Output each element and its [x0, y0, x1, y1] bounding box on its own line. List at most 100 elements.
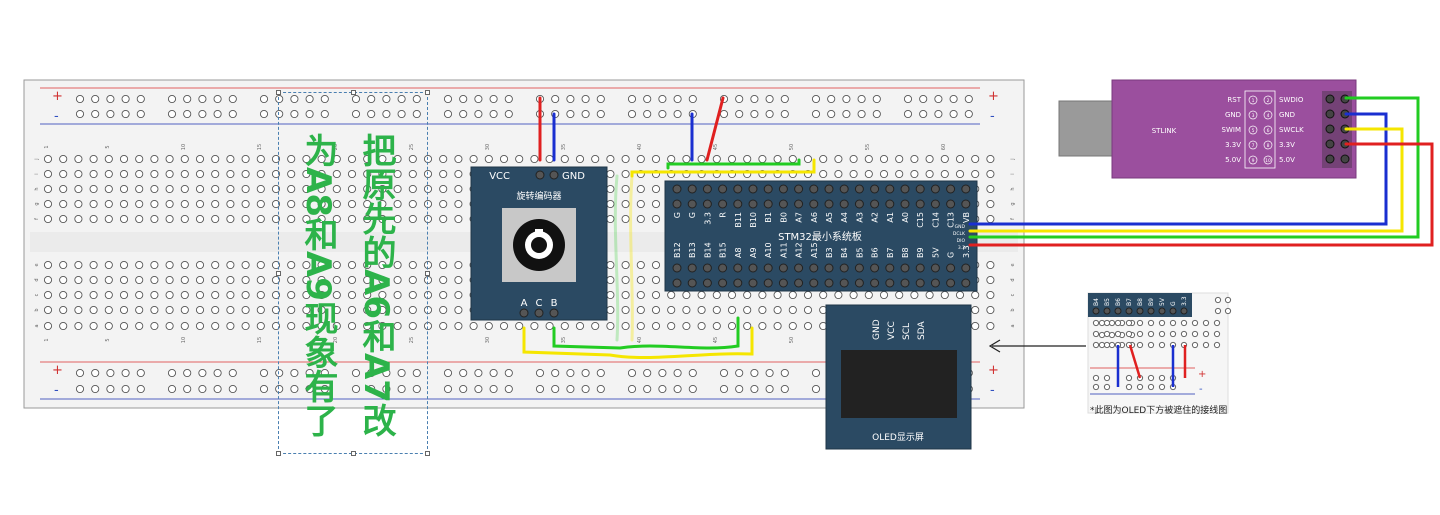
- rail-hole: [780, 384, 789, 394]
- breadboard-hole: [925, 290, 934, 300]
- rail-hole: [735, 94, 744, 104]
- breadboard-hole: [74, 199, 83, 209]
- breadboard-hole: [606, 260, 615, 270]
- rail-hole: [627, 384, 637, 394]
- rail-hole: [872, 109, 881, 119]
- stm32-top-pin: [946, 184, 956, 194]
- resize-handle-bm[interactable]: [351, 451, 356, 456]
- resize-handle-tl[interactable]: [276, 90, 281, 95]
- rail-hole: [351, 384, 361, 394]
- rail-hole: [136, 109, 145, 119]
- rail-hole: [504, 109, 513, 119]
- rail-hole: [566, 109, 575, 119]
- stlink-left-label: 3.3V: [1225, 141, 1241, 149]
- breadboard-hole: [667, 154, 676, 164]
- breadboard-hole: [211, 184, 220, 194]
- stm32-top-pin: [870, 199, 880, 209]
- breadboard-hole: [636, 199, 645, 209]
- stm32-bottom-pin-label: 3.3: [962, 245, 971, 258]
- inset-rail-hole: [1092, 374, 1100, 382]
- breadboard-hole: [697, 154, 706, 164]
- breadboard-hole: [606, 290, 615, 300]
- column-number: 1: [44, 145, 50, 148]
- stm32-top-pin: [824, 184, 834, 194]
- breadboard-hole: [287, 305, 296, 315]
- column-number: 50: [789, 144, 795, 150]
- breadboard-hole: [621, 154, 630, 164]
- resize-handle-ml[interactable]: [276, 271, 281, 276]
- rail-hole: [320, 94, 329, 104]
- resize-handle-br[interactable]: [425, 451, 430, 456]
- annotation-textbox[interactable]: 把原先的A6和A7改 为A8和A9现象有了: [276, 90, 430, 456]
- rail-hole: [91, 368, 100, 378]
- stlink-pin-marker: [1263, 140, 1273, 150]
- rail-hole: [474, 109, 483, 119]
- resize-handle-mr[interactable]: [425, 271, 430, 276]
- breadboard-hole: [743, 321, 752, 331]
- breadboard-hole: [971, 305, 980, 315]
- inset-hole: [1147, 341, 1155, 349]
- breadboard-hole: [119, 321, 129, 331]
- stm32-bottom-pin: [794, 278, 804, 288]
- stlink-programmer: STLINK RSTGNDSWIM3.3V5.0VSWDIOGNDSWCLK3.…: [1058, 79, 1357, 179]
- breadboard-hole: [302, 305, 311, 315]
- breadboard-hole: [393, 321, 402, 331]
- breadboard-hole: [165, 305, 174, 315]
- breadboard-hole: [317, 305, 326, 315]
- breadboard-hole: [256, 275, 265, 285]
- breadboard-hole: [758, 154, 767, 164]
- rail-hole: [750, 384, 759, 394]
- stm32-bottom-pin: [915, 278, 925, 288]
- stm32-bottom-pin-label: B9: [916, 247, 925, 258]
- breadboard-hole: [545, 154, 554, 164]
- breadboard-hole: [971, 169, 980, 179]
- breadboard-hole: [378, 305, 387, 315]
- rail-hole: [566, 94, 575, 104]
- rail-hole: [305, 94, 314, 104]
- rail-hole: [872, 94, 881, 104]
- inset-rail-hole: [1125, 374, 1133, 382]
- row-letter: f: [1010, 218, 1016, 220]
- rail-hole: [91, 94, 100, 104]
- breadboard-hole: [135, 214, 144, 224]
- breadboard-hole: [302, 214, 311, 224]
- rail-hole: [643, 94, 652, 104]
- breadboard-hole: [180, 214, 189, 224]
- breadboard-hole: [986, 290, 995, 300]
- inset-rail-hole: [1136, 383, 1144, 391]
- breadboard-hole: [135, 260, 144, 270]
- column-number: 35: [561, 337, 567, 343]
- inset-header-pin: [1147, 307, 1155, 315]
- rail-hole: [780, 94, 789, 104]
- inset-hole: [1158, 330, 1166, 338]
- stlink-header-pin: [1340, 154, 1350, 164]
- breadboard-hole: [408, 305, 417, 315]
- rail-hole: [305, 384, 314, 394]
- rail-hole: [397, 109, 406, 119]
- column-number: 20: [333, 144, 339, 150]
- inset-rail-hole: [1158, 383, 1166, 391]
- resize-handle-tr[interactable]: [425, 90, 430, 95]
- stm32-top-pin-label: G: [673, 212, 682, 218]
- inset-hole: [1103, 341, 1111, 349]
- breadboard-hole: [195, 260, 205, 270]
- rail-hole: [213, 109, 222, 119]
- rail-hole: [596, 368, 605, 378]
- breadboard-hole: [317, 321, 326, 331]
- stm32-top-pin-label: A2: [871, 212, 880, 223]
- oled-pin-label: SDA: [917, 321, 927, 340]
- breadboard-hole: [454, 169, 463, 179]
- resize-handle-tm[interactable]: [351, 90, 356, 95]
- breadboard-hole: [378, 321, 387, 331]
- breadboard-hole: [347, 260, 357, 270]
- resize-handle-bl[interactable]: [276, 451, 281, 456]
- breadboard-hole: [59, 154, 68, 164]
- breadboard-hole: [363, 321, 372, 331]
- rail-hole: [827, 109, 836, 119]
- breadboard-hole: [469, 154, 478, 164]
- inset-note: *此图为OLED下方被遮住的接线图: [1090, 406, 1228, 416]
- minus-top-right: -: [990, 109, 995, 124]
- breadboard-hole: [332, 154, 341, 164]
- rail-hole: [351, 94, 361, 104]
